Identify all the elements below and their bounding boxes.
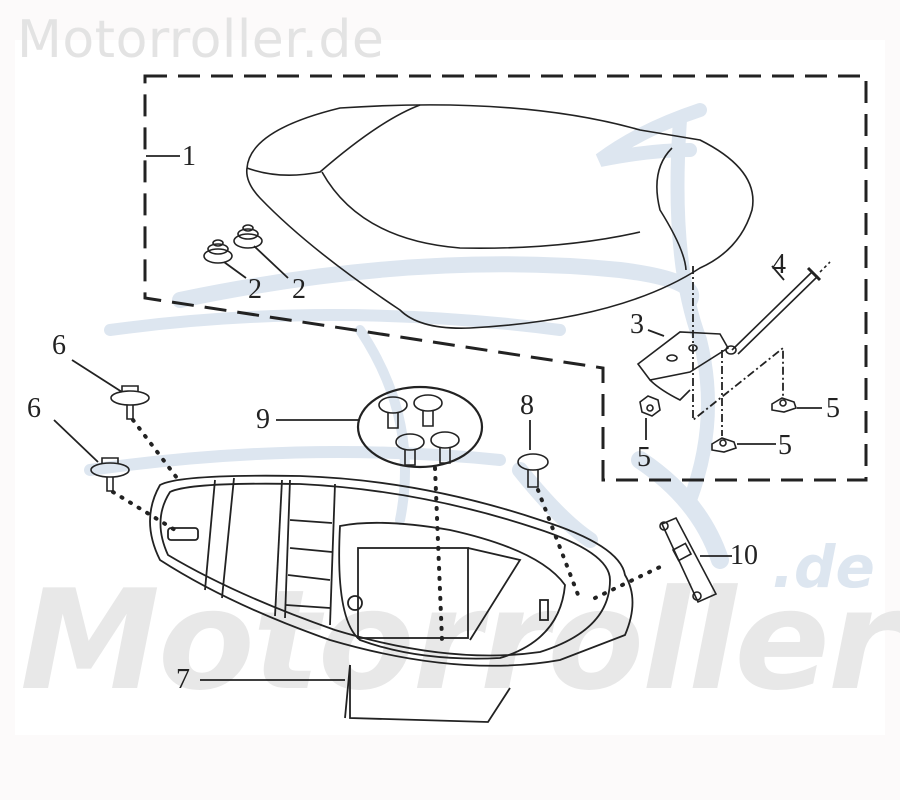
seat-drawing xyxy=(245,104,754,329)
callout-5c: 5 xyxy=(637,442,651,473)
callout-1: 1 xyxy=(182,141,196,172)
screw-group-circle xyxy=(356,385,484,469)
callout-9: 9 xyxy=(256,404,270,435)
callout-6b: 6 xyxy=(27,393,41,424)
rubber-bumper-left xyxy=(203,239,233,264)
callout-labels: 1 2 2 3 4 5 5 5 6 6 7 8 9 10 xyxy=(27,141,840,695)
tapping-screw xyxy=(517,453,549,488)
helmet-compartment xyxy=(149,474,634,723)
big-watermark-suffix: .de xyxy=(772,533,875,601)
alignment-lines xyxy=(692,266,784,436)
flange-nut-3 xyxy=(711,437,738,453)
callout-3: 3 xyxy=(630,309,644,340)
flange-bolt-upper xyxy=(110,385,150,420)
callout-7: 7 xyxy=(176,664,190,695)
hinge-bolt xyxy=(725,261,831,355)
hinge-bracket xyxy=(636,331,730,401)
seat-assembly-group-box xyxy=(143,74,868,482)
flange-nut-2 xyxy=(771,397,798,413)
site-watermark-title: Motorroller.de xyxy=(17,10,385,70)
rubber-bumper-right xyxy=(233,224,263,249)
callout-2a: 2 xyxy=(248,274,262,305)
install-paths xyxy=(111,418,664,642)
big-watermark-text: Motorroller xyxy=(20,560,897,721)
callout-2b: 2 xyxy=(292,274,306,305)
callout-5b: 5 xyxy=(778,430,792,461)
lock-bracket xyxy=(659,516,718,604)
callout-6a: 6 xyxy=(52,330,66,361)
callout-8: 8 xyxy=(520,390,534,421)
leader-lines xyxy=(53,155,822,681)
flange-nut-1 xyxy=(639,395,661,417)
callout-5a: 5 xyxy=(826,393,840,424)
flange-bolt-lower xyxy=(90,457,130,492)
callout-4: 4 xyxy=(772,249,786,280)
callout-10: 10 xyxy=(730,540,758,571)
